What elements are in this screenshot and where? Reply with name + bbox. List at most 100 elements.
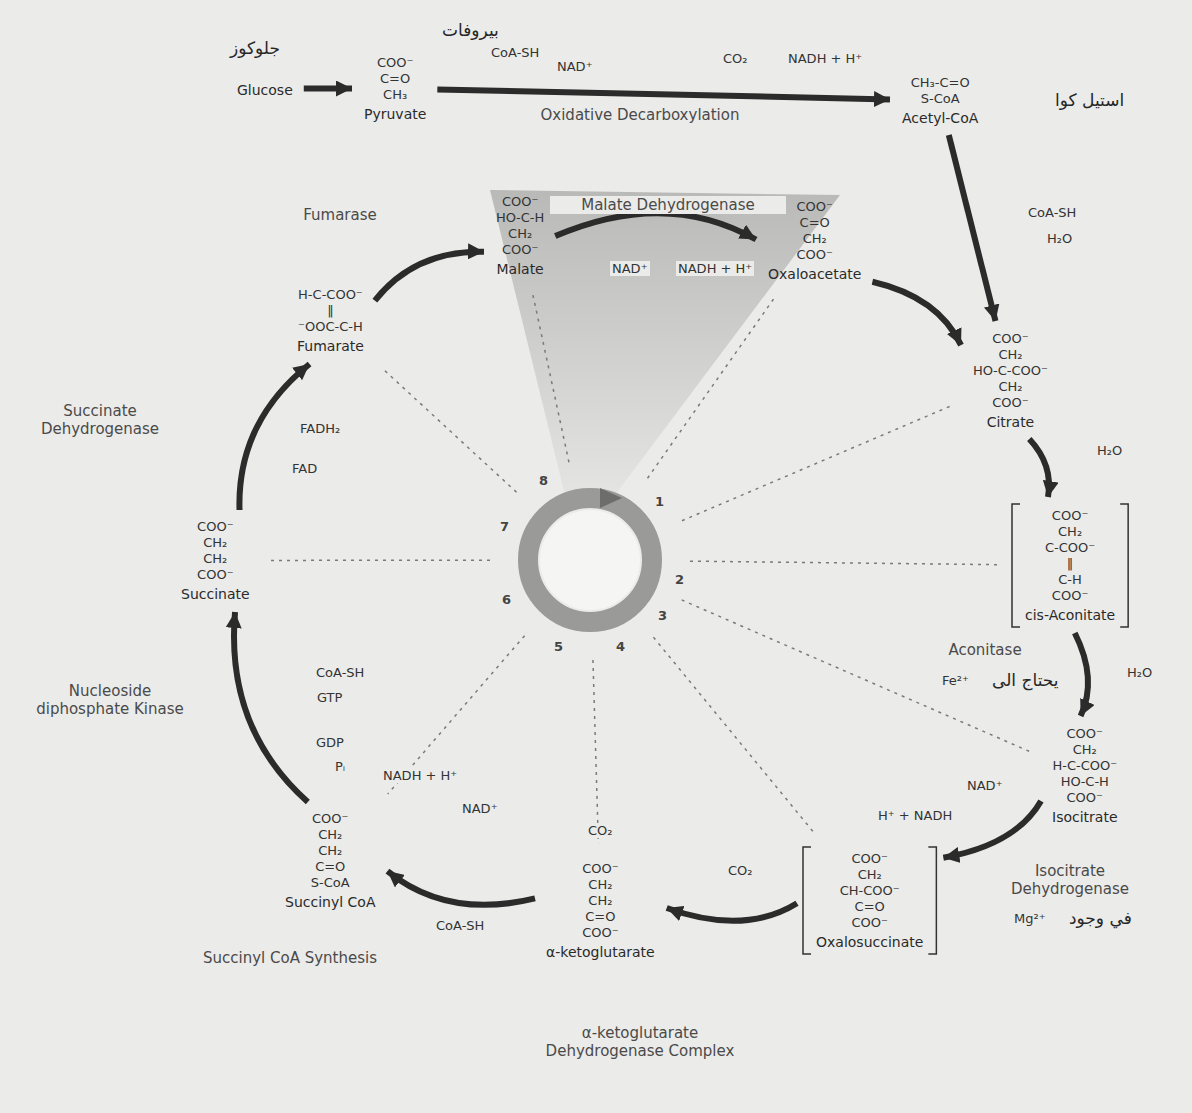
structural-formula: COO⁻ CH₂ H‑C‑COO⁻ HO‑C‑H COO⁻ bbox=[1052, 726, 1117, 806]
reaction-arrow bbox=[304, 86, 352, 92]
reaction-arrow bbox=[1029, 439, 1049, 497]
cofactor-label: CoA-SH bbox=[434, 918, 486, 933]
compound-name: Oxaloacetate bbox=[768, 266, 861, 282]
shaded-wedge bbox=[490, 190, 840, 495]
cofactor-label: NAD⁺ bbox=[965, 778, 1005, 793]
compound-name: α-ketoglutarate bbox=[546, 944, 655, 960]
step-number: 4 bbox=[614, 639, 627, 654]
step-number: 2 bbox=[673, 572, 686, 587]
intermediate-bracket bbox=[803, 847, 811, 954]
reaction-arrow bbox=[872, 282, 961, 345]
cofactor-label: H₂O bbox=[1095, 443, 1124, 458]
enzyme-label: Fumarase bbox=[277, 206, 403, 224]
dotted-spoke bbox=[269, 559, 490, 561]
metabolite-node: COO⁻ CH₂ C‑COO⁻ ‖ C‑H COO⁻ cis-Aconitate bbox=[1012, 504, 1128, 627]
reaction-arrow bbox=[943, 801, 1041, 858]
reaction-arrow bbox=[387, 871, 535, 905]
cofactor-label: GDP bbox=[314, 735, 346, 750]
dotted-spoke bbox=[690, 561, 998, 565]
reaction-arrow bbox=[949, 135, 996, 321]
enzyme-label: Aconitase bbox=[922, 641, 1048, 659]
cofactor-label: Pᵢ bbox=[333, 759, 347, 774]
structural-formula: COO⁻ CH₂ C‑COO⁻ ‖ C‑H COO⁻ bbox=[1045, 508, 1095, 604]
cofactor-label: H₂O bbox=[1045, 231, 1074, 246]
enzyme-label: α-ketoglutarate Dehydrogenase Complex bbox=[522, 1024, 758, 1060]
cofactor-label: FAD bbox=[290, 461, 319, 476]
compound-name: Malate bbox=[496, 261, 544, 277]
ring-arrowhead bbox=[600, 488, 622, 508]
reaction-arrow bbox=[375, 252, 484, 301]
dotted-spoke bbox=[653, 637, 814, 833]
compound-name: Acetyl-CoA bbox=[902, 110, 978, 126]
reaction-arrow bbox=[667, 903, 797, 921]
enzyme-label: Oxidative Decarboxylation bbox=[517, 106, 763, 124]
handwritten-note: بيروفات bbox=[440, 20, 501, 40]
enzyme-label: Isocitrate Dehydrogenase bbox=[1002, 862, 1138, 898]
intermediate-bracket bbox=[1012, 504, 1020, 627]
reaction-arrow bbox=[437, 89, 890, 99]
dotted-spoke bbox=[682, 600, 1033, 753]
cofactor-label: CO₂ bbox=[721, 51, 750, 66]
structural-formula: COO⁻ HO‑C‑H CH₂ COO⁻ bbox=[496, 194, 544, 258]
compound-name: Pyruvate bbox=[364, 106, 426, 122]
metabolite-node: COO⁻ CH₂ CH‑COO⁻ C=O COO⁻ Oxalosuccinate bbox=[803, 847, 936, 954]
ring-center bbox=[540, 510, 640, 610]
structural-formula: CH₃‑C=O S‑CoA bbox=[911, 75, 970, 107]
step-number: 6 bbox=[500, 592, 513, 607]
dotted-spoke bbox=[682, 405, 954, 521]
intermediate-bracket bbox=[1120, 504, 1128, 627]
handwritten-note: جلوكوز bbox=[228, 38, 282, 58]
structural-formula: COO⁻ CH₂ CH₂ COO⁻ bbox=[197, 519, 233, 583]
structural-formula: COO⁻ C=O CH₂ COO⁻ bbox=[797, 199, 833, 263]
dotted-spoke bbox=[383, 369, 517, 492]
step-number: 8 bbox=[537, 473, 550, 488]
compound-name: Fumarate bbox=[297, 338, 364, 354]
cofactor-label: NAD⁺ bbox=[555, 59, 595, 74]
structural-formula: COO⁻ CH₂ HO‑C‑COO⁻ CH₂ COO⁻ bbox=[973, 331, 1048, 411]
metabolite-node: H‑C‑COO⁻ ‖ ⁻OOC‑C‑H Fumarate bbox=[292, 284, 369, 357]
reaction-arrow bbox=[1075, 633, 1088, 716]
enzyme-label: Succinyl CoA Synthesis bbox=[201, 949, 379, 967]
metabolite-node: COO⁻ CH₂ H‑C‑COO⁻ HO‑C‑H COO⁻ Isocitrate bbox=[1047, 723, 1123, 828]
metabolite-node: COO⁻ C=O CH₃ Pyruvate bbox=[359, 52, 431, 125]
reaction-arrow bbox=[234, 612, 308, 802]
compound-name: Glucose bbox=[237, 82, 293, 98]
enzyme-label: Succinate Dehydrogenase bbox=[22, 402, 178, 438]
cofactor-label: Mg²⁺ bbox=[1012, 911, 1048, 926]
dotted-spoke bbox=[648, 299, 774, 478]
metabolite-node: COO⁻ CH₂ CH₂ COO⁻ Succinate bbox=[176, 516, 255, 605]
step-number: 1 bbox=[653, 494, 666, 509]
intermediate-bracket bbox=[928, 847, 936, 954]
cofactor-label: NADH + H⁺ bbox=[786, 51, 864, 66]
compound-name: Oxalosuccinate bbox=[816, 934, 923, 950]
cofactor-label: NAD⁺ bbox=[610, 261, 650, 276]
structural-formula: COO⁻ CH₂ CH₂ C=O S‑CoA bbox=[311, 811, 350, 891]
metabolite-node: CH₃‑C=O S‑CoA Acetyl-CoA bbox=[897, 72, 983, 129]
cofactor-label: CO₂ bbox=[586, 823, 615, 838]
cofactor-label: CoA-SH bbox=[1026, 205, 1078, 220]
handwritten-note: استيل كوا bbox=[1053, 90, 1126, 110]
cofactor-label: NADH + H⁺ bbox=[381, 768, 459, 783]
handwritten-note: يحتاج الى bbox=[990, 670, 1060, 690]
metabolite-node: COO⁻ CH₂ HO‑C‑COO⁻ CH₂ COO⁻ Citrate bbox=[968, 328, 1053, 433]
structural-formula: H‑C‑COO⁻ ‖ ⁻OOC‑C‑H bbox=[298, 287, 363, 335]
step-number: 3 bbox=[656, 608, 669, 623]
metabolite-node: COO⁻ CH₂ CH₂ C=O COO⁻ α-ketoglutarate bbox=[541, 858, 660, 963]
structural-formula: COO⁻ C=O CH₃ bbox=[377, 55, 413, 103]
cofactor-label: H⁺ + NADH bbox=[876, 808, 954, 823]
compound-name: cis-Aconitate bbox=[1025, 607, 1115, 623]
compound-name: Succinate bbox=[181, 586, 250, 602]
cofactor-label: CoA-SH bbox=[314, 665, 366, 680]
structural-formula: COO⁻ CH₂ CH₂ C=O COO⁻ bbox=[582, 861, 618, 941]
cofactor-label: NADH + H⁺ bbox=[676, 261, 754, 276]
cofactor-label: NAD⁺ bbox=[460, 801, 500, 816]
compound-name: Citrate bbox=[973, 414, 1048, 430]
dotted-spoke bbox=[593, 660, 598, 844]
handwritten-note: في وجود bbox=[1067, 908, 1134, 928]
dotted-spoke bbox=[533, 294, 569, 462]
cofactor-label: CoA-SH bbox=[489, 45, 541, 60]
compound-name: Isocitrate bbox=[1052, 809, 1118, 825]
metabolite-node: COO⁻ CH₂ CH₂ C=O S‑CoASuccinyl CoA bbox=[280, 808, 380, 913]
structural-formula: COO⁻ CH₂ CH‑COO⁻ C=O COO⁻ bbox=[840, 851, 900, 931]
